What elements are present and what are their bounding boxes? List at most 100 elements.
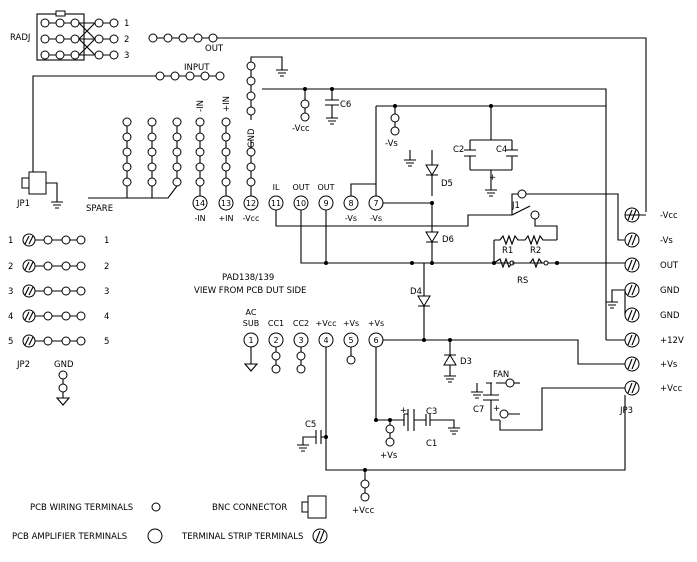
jp2-row-3-right: 3 — [104, 287, 109, 297]
spare-label: SPARE — [86, 204, 113, 214]
spare-chains: SPARE — [86, 117, 182, 214]
c1-label: C1 — [426, 439, 437, 449]
dut-pin-2-num: 2 — [273, 336, 278, 345]
c3-label: C3 — [426, 407, 437, 417]
pos-vcc-bottom-label: +Vcc — [352, 506, 375, 516]
dut-pin-1-num: 1 — [248, 336, 253, 345]
terminal-label-neg-vcc: -Vcc — [660, 211, 678, 221]
jp3-label: JP3 — [619, 406, 633, 416]
dut-pin-4-num: 4 — [323, 336, 328, 345]
legend-amplifier-terminal-symbol — [147, 528, 163, 544]
c7-plus-glyph: + — [493, 404, 500, 414]
d4-label: D4 — [410, 287, 422, 297]
dut-pin-10-label: OUT — [292, 183, 309, 192]
c2-label: C2 — [453, 145, 464, 155]
pos-in-vertical-label: +IN — [222, 96, 232, 112]
j1-label: J1 — [511, 201, 520, 211]
dut-pin-12-label: -Vcc — [243, 214, 260, 223]
legend-bnc-stub — [301, 501, 309, 513]
c4-label: C4 — [496, 145, 507, 155]
c6-label: C6 — [340, 100, 351, 110]
terminal-label-12v: +12V — [660, 336, 684, 346]
d6-label: D6 — [442, 235, 454, 245]
pos-vs-section: D4 D3 +Vs + C3 C1 — [350, 263, 625, 461]
c6-neg-vcc-label: -Vcc — [292, 124, 310, 134]
dut-pin-2-label: CC1 — [268, 319, 284, 328]
jp1-bnc: JP1 — [16, 171, 63, 209]
dut-pin-11-num: 11 — [271, 199, 281, 208]
gnd-vertical-label: GND — [247, 128, 257, 148]
fan-label: FAN — [493, 370, 509, 380]
dut-pins-top: 14 13 12 11 10 9 8 7 -IN +IN -Vcc IL OUT… — [192, 183, 434, 223]
terminal-label-gnd-1: GND — [660, 286, 680, 296]
r2-label: R2 — [530, 246, 541, 256]
dut-pin-7-label: -Vs — [370, 214, 382, 223]
dut-pin-3-num: 3 — [298, 336, 303, 345]
dut-pin-11-label: IL — [273, 183, 280, 192]
dut-pin-5 — [343, 332, 359, 348]
terminal-label-out: OUT — [660, 261, 679, 271]
dut-pin-13-label: +IN — [218, 214, 233, 223]
radj-pin-1: 1 — [124, 19, 129, 29]
dut-pin-1-label-1: AC — [246, 308, 257, 317]
radj-label: RADJ — [10, 33, 30, 43]
terminal-label-neg-vs: -Vs — [660, 236, 673, 246]
pos-vcc-section: C5 +Vcc — [297, 347, 626, 516]
neg-in-vertical-label: -IN — [196, 100, 206, 112]
dut-pin-12 — [243, 195, 259, 211]
rs-label: RS — [517, 276, 528, 286]
jp2-row-2-right: 2 — [104, 262, 109, 272]
jp2-label: JP2 — [16, 360, 30, 370]
jp3-terminal-strip: -Vcc -Vs OUT GND GND +12V +Vs +Vcc JP3 — [606, 207, 684, 416]
jp2-row-5-left: 5 — [8, 337, 13, 347]
jp2-row-5-right: 5 — [104, 337, 109, 347]
jp2-row-1-left: 1 — [8, 236, 13, 246]
jp2-row-3-left: 3 — [8, 287, 13, 297]
dut-pin-6-num: 6 — [373, 336, 378, 345]
jp2-row-4-right: 4 — [104, 312, 109, 322]
dut-pin-9-num: 9 — [323, 199, 328, 208]
jp2-row-2-left: 2 — [8, 262, 13, 272]
dut-pin-8-label: -Vs — [345, 214, 357, 223]
dut-pin-14-label: -IN — [194, 214, 205, 223]
d5-label: D5 — [441, 179, 453, 189]
jp2-row-4-left: 4 — [8, 312, 13, 322]
pos-vs-bottom-label: +Vs — [380, 451, 398, 461]
out-top-chain: OUT — [148, 33, 647, 212]
radj-pin-3: 3 — [124, 51, 129, 61]
dut-pin-6-label: +Vs — [368, 319, 384, 328]
input-chain: INPUT — [32, 63, 225, 183]
dut-pin-14-num: 14 — [195, 199, 205, 208]
legend-pcb-amplifier: PCB AMPLIFIER TERMINALS — [12, 532, 127, 542]
out-top-label: OUT — [205, 44, 224, 54]
dut-pin-5-label: +Vs — [343, 319, 359, 328]
legend-wiring-terminal-symbol — [151, 502, 161, 512]
terminal-label-gnd-2: GND — [660, 311, 680, 321]
d3-label: D3 — [460, 357, 472, 367]
legend-pcb-wiring: PCB WIRING TERMINALS — [30, 503, 133, 513]
c5-label: C5 — [305, 420, 316, 430]
dut-pin-10-num: 10 — [296, 199, 306, 208]
jp2-gnd-label: GND — [54, 360, 74, 370]
legend-bnc-symbol — [307, 495, 327, 519]
dut-pin-9-label: OUT — [317, 183, 334, 192]
input-label: INPUT — [184, 63, 210, 73]
c7-label: C7 — [473, 405, 484, 415]
dut-pin-1-label-2: SUB — [243, 319, 259, 328]
dut-pin-6 — [368, 332, 384, 348]
neg-vs-top-label: -Vs — [385, 139, 398, 149]
dut-pin-14 — [192, 195, 208, 211]
radj-block: RADJ 1 2 3 — [10, 10, 129, 61]
dut-pin-7-num: 7 — [373, 199, 378, 208]
view-title-1: PAD138/139 — [222, 273, 274, 283]
pin-chains-left: -IN +IN GND — [195, 56, 288, 196]
sense-section: J1 R1 R2 D6 RS — [275, 189, 625, 286]
c3-plus-glyph: + — [400, 406, 407, 416]
view-title-2: VIEW FROM PCB DUT SIDE — [194, 286, 306, 296]
legend-terminal-strip: TERMINAL STRIP TERMINALS — [181, 532, 303, 542]
dut-pin-12-num: 12 — [246, 199, 256, 208]
c6-group: -Vcc C6 — [262, 87, 607, 340]
r1-label: R1 — [502, 246, 513, 256]
dut-pin-5-num: 5 — [348, 336, 353, 345]
